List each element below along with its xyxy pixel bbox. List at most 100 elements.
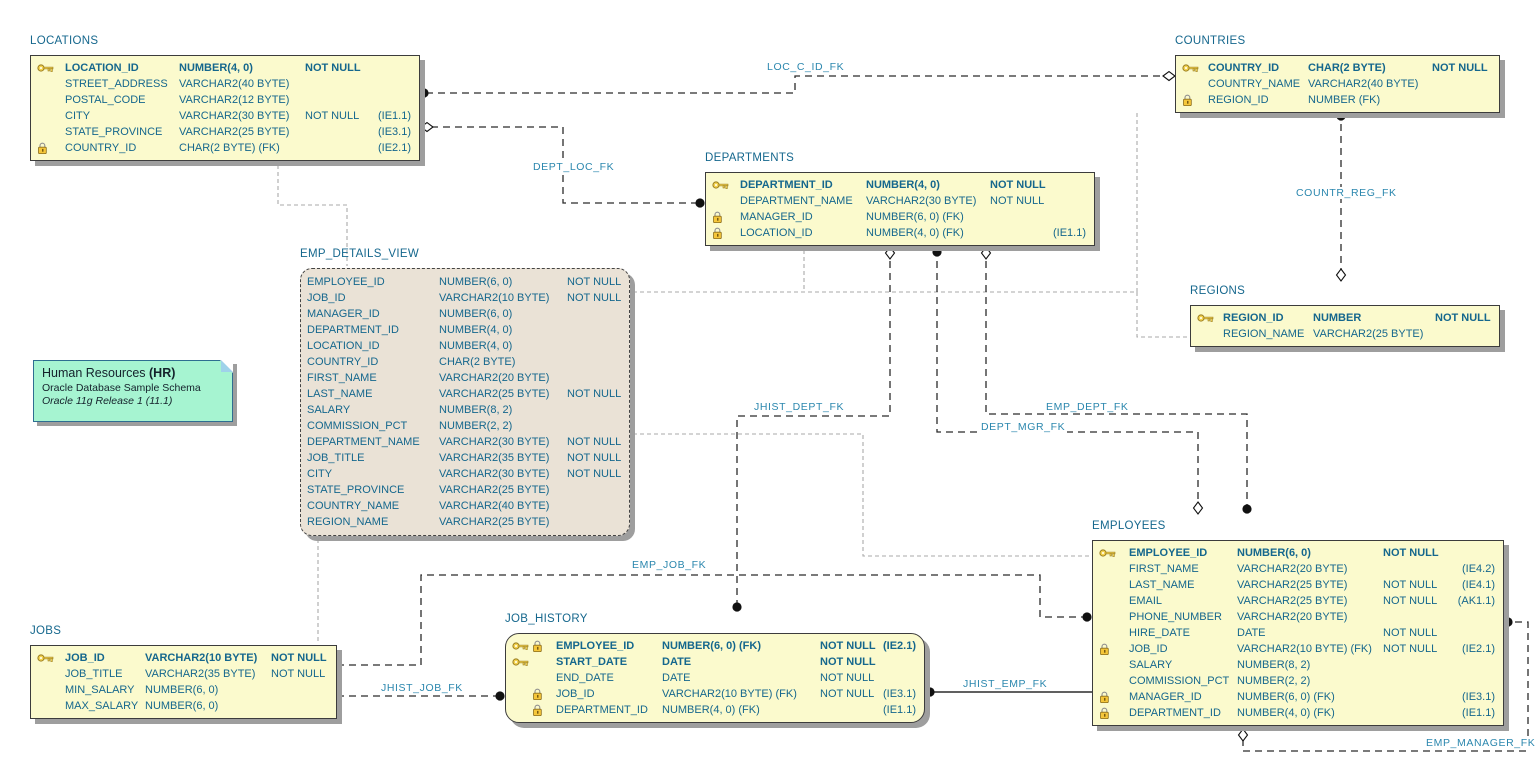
connector-dept-mgr-fk[interactable] <box>936 249 1199 504</box>
connector-jhist-dept-fk[interactable] <box>736 249 891 603</box>
column-nullable <box>990 209 1050 225</box>
column-nullable <box>567 498 621 514</box>
table-title-departments: DEPARTMENTS <box>705 152 795 164</box>
column-name: REGION_ID <box>1208 94 1269 106</box>
fk-label-dept-loc[interactable]: DEPT_LOC_FK <box>531 161 617 173</box>
view-link-employees[interactable] <box>633 433 1090 557</box>
schema-note[interactable]: Human Resources (HR) Oracle Database Sam… <box>33 360 233 422</box>
column-name: REGION_NAME <box>1223 328 1305 340</box>
fk-label-jhist-dept[interactable]: JHIST_DEPT_FK <box>752 401 847 413</box>
fk-label-jhist-emp[interactable]: JHIST_EMP_FK <box>961 678 1050 690</box>
note-version: Oracle 11g Release 1 (11.1) <box>42 395 173 407</box>
column-index-ref <box>1447 673 1495 689</box>
pk-key-icon <box>712 181 729 189</box>
column-nullable: NOT NULL <box>1383 547 1439 559</box>
fk-label-countr-reg[interactable]: COUNTR_REG_FK <box>1294 187 1399 199</box>
column-name: MANAGER_ID <box>1129 691 1202 703</box>
connector-loc-c-id-fk[interactable] <box>426 75 1163 94</box>
column-nullable: NOT NULL <box>567 436 622 448</box>
fk-label-loc-c-id[interactable]: LOC_C_ID_FK <box>765 61 847 73</box>
fk-label-dept-mgr[interactable]: DEPT_MGR_FK <box>979 421 1068 433</box>
column-datatype: DATE <box>662 656 692 668</box>
connector-emp-dept-fk[interactable] <box>985 249 1248 505</box>
fk-label-jhist-job[interactable]: JHIST_JOB_FK <box>379 682 465 694</box>
column-name: MIN_SALARY <box>65 684 135 696</box>
column-index-ref <box>371 92 411 108</box>
column-name: START_DATE <box>556 656 628 668</box>
fk-label-emp-dept[interactable]: EMP_DEPT_FK <box>1044 401 1131 413</box>
column-datatype: VARCHAR2(35 BYTE) <box>145 668 256 680</box>
fk-label-emp-manager[interactable]: EMP_MANAGER_FK <box>1424 737 1536 749</box>
column-name: JOB_ID <box>556 688 595 700</box>
view-link-locations[interactable] <box>277 158 348 266</box>
fk-label-emp-job[interactable]: EMP_JOB_FK <box>630 559 709 571</box>
view-link-regions[interactable] <box>1136 292 1188 338</box>
column-nullable: NOT NULL <box>990 195 1045 207</box>
column-datatype: CHAR(2 BYTE) (FK) <box>179 142 280 154</box>
key-lock-icons <box>1197 310 1223 326</box>
connector-emp-job-fk[interactable] <box>337 574 1085 666</box>
column-datatype: NUMBER(8, 2) <box>1237 659 1311 671</box>
column-nullable: NOT NULL <box>567 468 622 480</box>
